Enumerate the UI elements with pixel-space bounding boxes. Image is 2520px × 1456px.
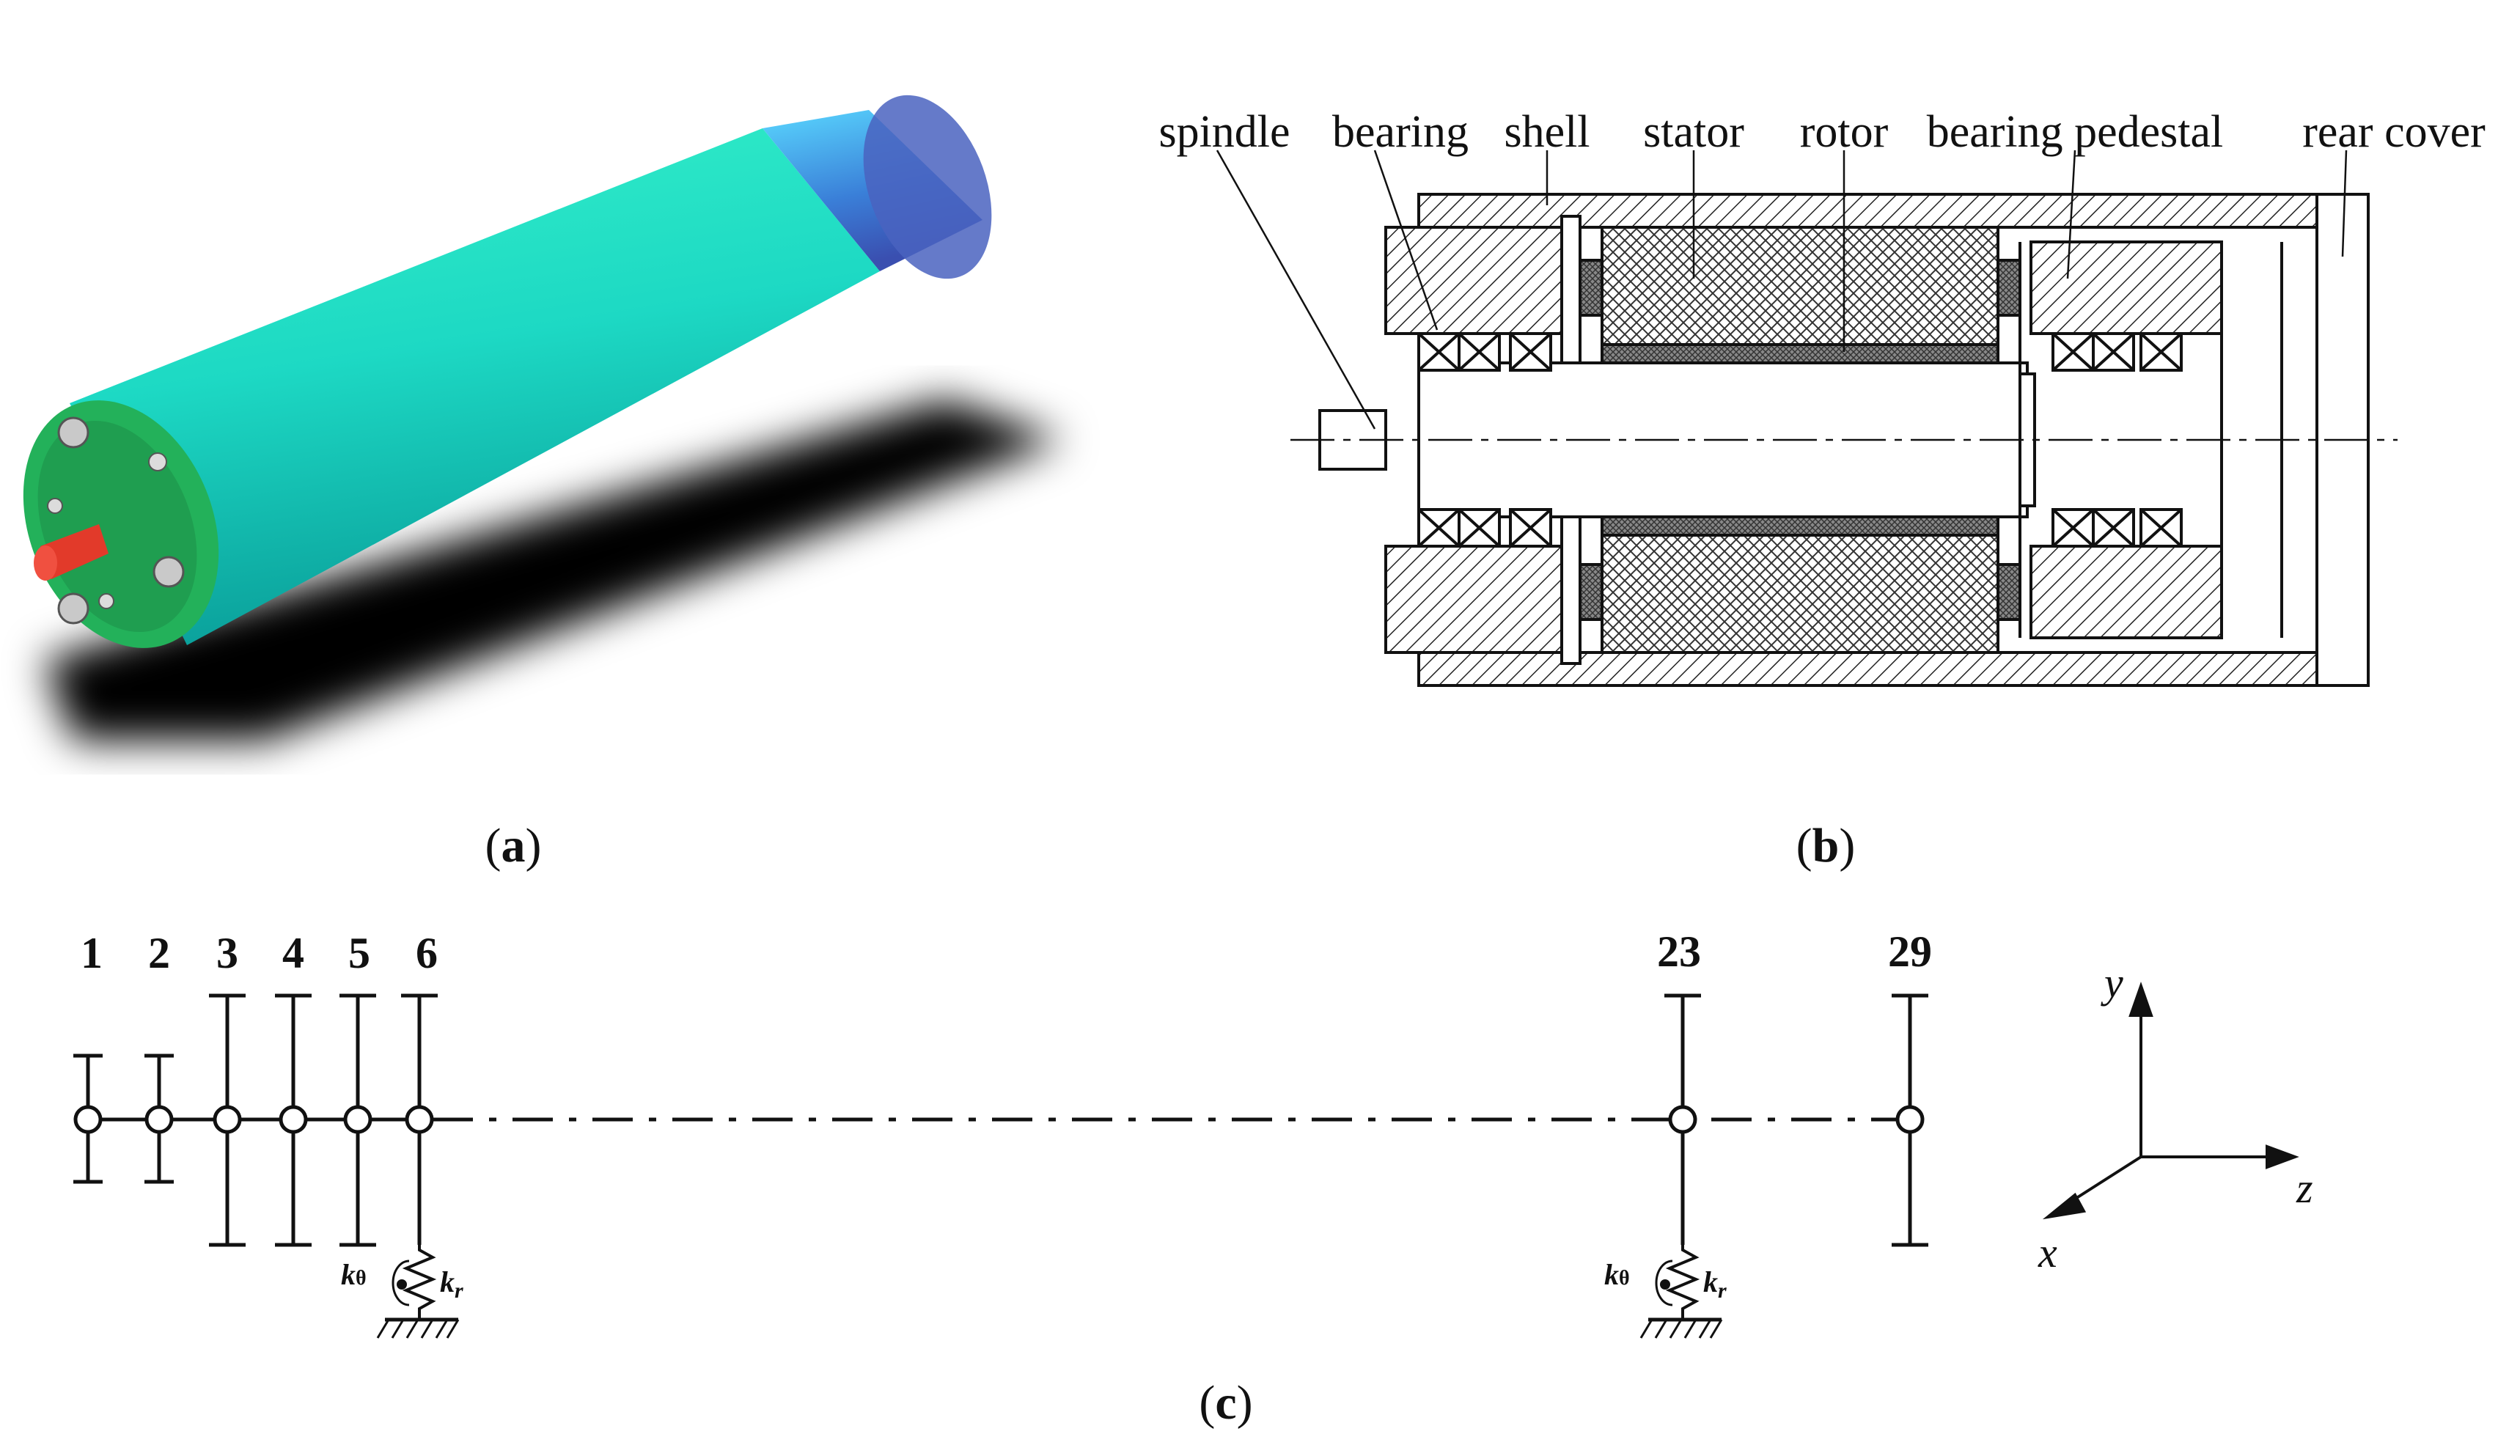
cross-section: [1216, 150, 2398, 687]
coordinate-axes: [2042, 981, 2299, 1220]
k-r-right-sub: r: [1718, 1279, 1727, 1303]
bearing-right-bottom: [2051, 508, 2183, 548]
caption-b: (b): [1796, 819, 1856, 872]
bolt: [57, 416, 89, 449]
label-bearing: bearing: [1332, 107, 1469, 157]
label-spindle: spindle: [1158, 107, 1290, 157]
node-label-23: 23: [1657, 927, 1701, 976]
motor-shaft-tip: [34, 545, 57, 581]
k-theta-right-k: k: [1604, 1258, 1619, 1291]
bearing-left-top: [1417, 332, 1552, 372]
k-r-left-sub: r: [455, 1279, 463, 1303]
caption-a: (a): [485, 819, 542, 872]
axis-label-x: x: [2038, 1229, 2057, 1276]
label-shell: shell: [1504, 107, 1590, 157]
support-right: [1639, 1245, 1723, 1339]
k-theta-left-k: k: [341, 1258, 356, 1291]
fe-model: [73, 993, 1928, 1247]
bolt: [98, 593, 114, 609]
caption-b-letter: b: [1812, 819, 1840, 872]
bearing-right-top: [2051, 332, 2183, 372]
k-r-left-k: k: [440, 1265, 455, 1298]
motor-body: [70, 128, 880, 645]
support-left: [376, 1245, 460, 1339]
label-stator: stator: [1643, 107, 1744, 157]
caption-c: (c): [1199, 1376, 1252, 1430]
node-label-6: 6: [416, 929, 438, 977]
node-label-29: 29: [1888, 927, 1932, 976]
motor-rear-cap-end: [863, 95, 992, 279]
label-rotor: rotor: [1800, 107, 1889, 157]
bearing-left-bottom: [1417, 508, 1552, 548]
label-bearing-pedestal: bearing pedestal: [1927, 107, 2224, 157]
node-label-5: 5: [348, 929, 370, 977]
bolt: [47, 498, 63, 514]
k-r-right: kr: [1703, 1265, 1727, 1303]
axis-label-z: z: [2296, 1164, 2313, 1212]
motor-shaft: [40, 524, 109, 579]
caption-a-letter: a: [502, 819, 526, 872]
node-label-1: 1: [81, 929, 103, 977]
k-theta-right: kθ: [1604, 1258, 1630, 1291]
label-rear-cover: rear cover: [2302, 107, 2486, 157]
motor-shadow: [44, 400, 1063, 740]
k-theta-left-sub: θ: [356, 1267, 367, 1290]
k-r-left: kr: [440, 1265, 463, 1303]
motor-render: [23, 95, 1063, 740]
node-label-3: 3: [216, 929, 238, 977]
caption-c-letter: c: [1215, 1376, 1236, 1430]
bolt: [153, 556, 185, 588]
k-theta-left: kθ: [341, 1258, 367, 1291]
k-r-right-k: k: [1703, 1265, 1718, 1298]
k-theta-right-sub: θ: [1619, 1267, 1630, 1290]
section-labels: spindle bearing shell stator rotor beari…: [1158, 107, 2486, 157]
axis-label-y: y: [2101, 959, 2123, 1007]
node-labels: 1 2 3 4 5 6 23 29: [81, 927, 1932, 977]
node-label-4: 4: [282, 929, 304, 977]
bolt: [148, 452, 167, 471]
bolt: [57, 592, 89, 625]
node-label-2: 2: [148, 929, 170, 977]
